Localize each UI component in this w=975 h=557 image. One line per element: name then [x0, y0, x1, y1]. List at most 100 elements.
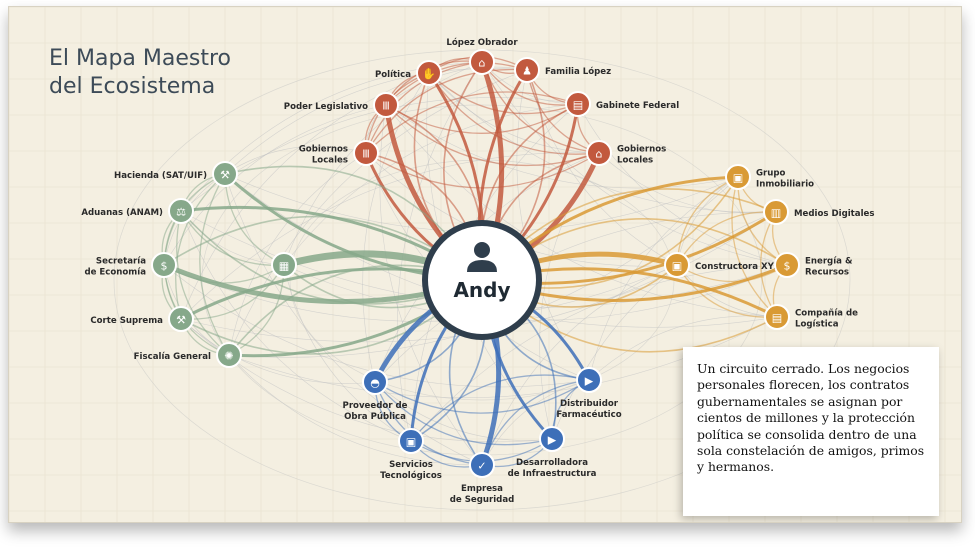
briefcase-icon: ▣ [733, 172, 743, 185]
group-link [176, 210, 230, 356]
node-circle [373, 92, 399, 118]
entity-nodes: ⌂ López Obrador ♟Familia López ✋PolíticaⅢPo… [81, 37, 874, 505]
node-circle [168, 198, 194, 224]
node-label: Medios Digitales [794, 209, 874, 219]
node-hacienda[interactable]: ⚒Hacienda (SAT/UIF) [114, 161, 238, 187]
node-label: Energía & [805, 257, 853, 267]
group-link [365, 68, 528, 154]
dollar-icon: $ [784, 260, 791, 273]
money-bag-icon: $ [161, 260, 168, 273]
node-aduanas[interactable]: ⚖ Aduanas (ANAM) [81, 198, 194, 224]
node-label: Empresa [461, 484, 503, 494]
node-circle [362, 369, 388, 395]
family-icon: ♟ [522, 65, 532, 78]
group-link [365, 61, 483, 154]
faint-link [385, 104, 739, 189]
faint-link [180, 152, 600, 320]
node-circle [763, 199, 789, 225]
node-label: Hacienda (SAT/UIF) [114, 171, 207, 181]
node-circle [586, 140, 612, 166]
node-label: Gobiernos [617, 145, 666, 155]
node-label: Grupo [756, 169, 786, 179]
group-link [731, 176, 778, 318]
gavel-icon: ⚒ [176, 314, 186, 327]
center-node[interactable]: Andy [422, 220, 542, 340]
warehouse-icon: ▤ [772, 312, 782, 325]
group-link [526, 69, 600, 154]
node-fiscalia-general[interactable]: ✺Fiscalía General [134, 342, 242, 368]
node-familia-lopez[interactable]: ♟Familia López [514, 57, 611, 83]
node-label: Gabinete Federal [596, 101, 679, 111]
faint-link [180, 318, 376, 384]
node-energia-recursos[interactable]: $Energía &Recursos [774, 252, 853, 278]
node-label: López Obrador [446, 37, 518, 48]
node-lopez-obrador[interactable]: ⌂ López Obrador [446, 37, 518, 75]
group-link [175, 173, 226, 320]
customs-icon: ⚖ [176, 206, 186, 219]
node-label: de Seguridad [450, 495, 515, 505]
node-label: Secretaría [96, 257, 146, 267]
node-label: de Economía [84, 268, 146, 278]
node-circle [469, 49, 495, 75]
node-politica[interactable]: ✋Política [375, 60, 442, 86]
node-label: Farmacéutico [556, 409, 621, 420]
node-label: Aduanas (ANAM) [81, 208, 163, 218]
node-gabinete-federal[interactable]: ▤ Gabinete Federal [565, 91, 679, 117]
capitol-icon: ⌂ [479, 57, 486, 70]
node-corte-suprema[interactable]: ⚒Corte Suprema [90, 306, 194, 332]
node-label: Fiscalía General [134, 352, 211, 362]
node-circle [774, 252, 800, 278]
center-ring [422, 220, 542, 340]
town-hall-icon: ⌂ [596, 148, 603, 161]
title-line-1: El Mapa Maestro [49, 46, 232, 71]
node-medios-digitales[interactable]: ▥Medios Digitales [763, 199, 874, 225]
group-link [374, 379, 590, 414]
node-label: Obra Pública [344, 412, 406, 422]
infographic-frame: Andy ⌂ López Obrador ♟Familia López ✋Políti… [8, 6, 962, 523]
group-link [385, 62, 528, 106]
node-circle [216, 342, 242, 368]
group-link [428, 72, 579, 115]
node-label: Servicios [389, 460, 433, 470]
node-circle [664, 252, 690, 278]
cabinet-icon: ▤ [573, 99, 583, 112]
group-link [163, 264, 285, 284]
node-label: Distribuidor [560, 399, 619, 409]
faint-link [481, 379, 590, 466]
faint-link [374, 381, 553, 441]
chip-icon: ▣ [406, 436, 416, 449]
node-label: Constructora XYZ [695, 262, 780, 272]
faint-link [481, 264, 678, 466]
group-link [199, 173, 230, 356]
node-label: Desarrolladora [516, 458, 588, 468]
node-circle [271, 252, 297, 278]
faint-link [379, 104, 483, 466]
faint-link [374, 211, 777, 383]
diagram-title: El Mapa Maestro del Ecosistema [49, 45, 231, 101]
group-link [224, 173, 285, 266]
node-circle [151, 252, 177, 278]
node-label: Tecnológicos [380, 470, 442, 481]
node-circle [764, 304, 790, 330]
person-icon [474, 242, 490, 258]
group-link [428, 72, 600, 155]
node-circle [398, 428, 424, 454]
node-constructora-xyz[interactable]: ▣Constructora XYZ [664, 252, 780, 278]
node-green-hub[interactable]: ▦ [271, 252, 297, 278]
faint-link [577, 103, 788, 266]
faint-link [224, 145, 367, 175]
hard-hat-icon: ◓ [370, 377, 380, 390]
node-circle [212, 161, 238, 187]
node-label: Poder Legislativo [284, 102, 368, 112]
